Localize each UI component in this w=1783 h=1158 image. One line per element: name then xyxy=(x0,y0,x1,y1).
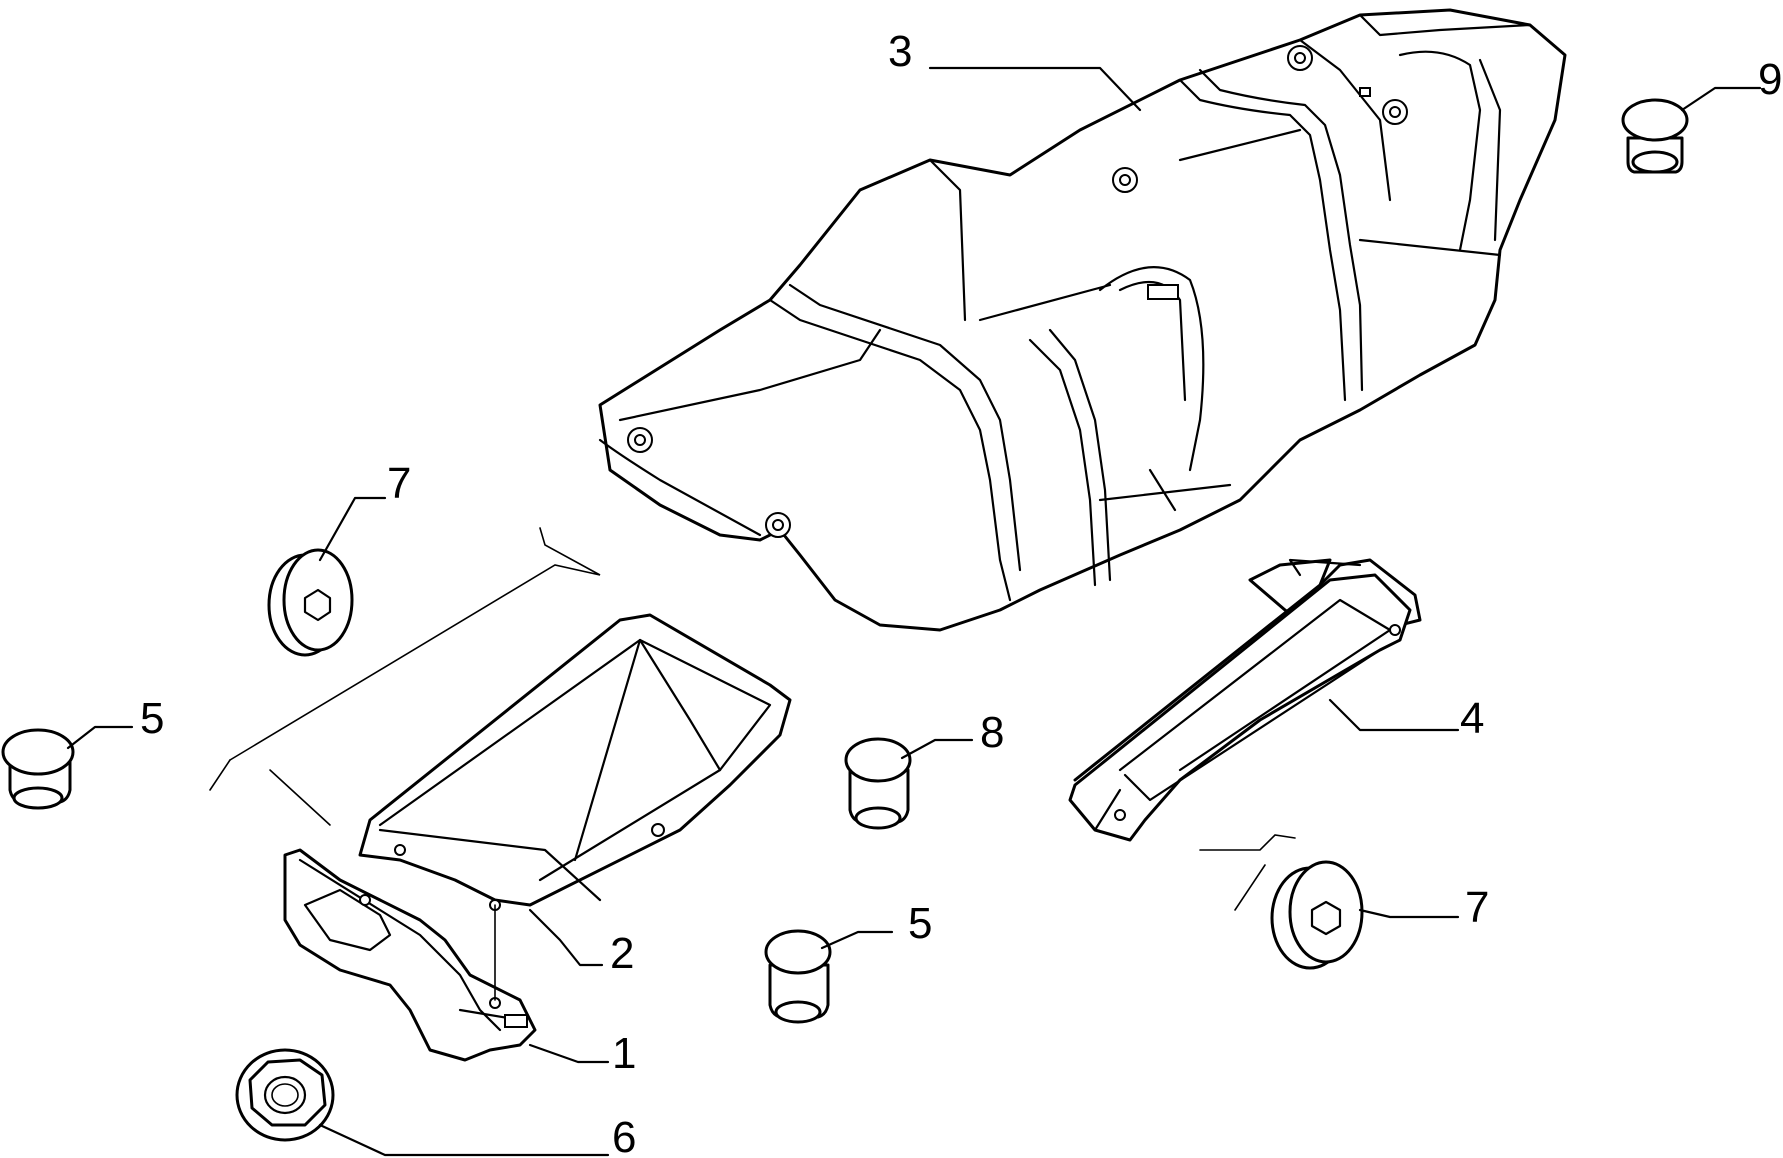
callout-2: 2 xyxy=(610,929,634,978)
plug-part-8 xyxy=(844,737,912,830)
washer-part-7-right xyxy=(1270,860,1364,970)
callout-1: 1 xyxy=(612,1029,636,1078)
plug-part-5-center xyxy=(764,929,832,1024)
flange-nut-part-6 xyxy=(235,1048,335,1142)
callout-5-left: 5 xyxy=(140,694,164,743)
plug-part-9 xyxy=(1621,98,1689,174)
main-heat-shield-part-3 xyxy=(598,8,1567,632)
side-shield-part-4 xyxy=(1068,558,1422,842)
callout-8: 8 xyxy=(980,708,1004,757)
callout-7-left: 7 xyxy=(387,459,411,508)
callout-labels: 3 9 7 5 8 4 5 2 7 1 6 xyxy=(140,27,1782,1158)
callout-4: 4 xyxy=(1460,694,1484,743)
front-shield-part-2 xyxy=(358,613,792,911)
bracket-part-1 xyxy=(283,848,537,1062)
assembly-guide-lines xyxy=(209,527,1296,1001)
leader-lines xyxy=(66,66,1762,1157)
callout-9: 9 xyxy=(1758,55,1782,104)
callout-5-center: 5 xyxy=(908,899,932,948)
callout-6: 6 xyxy=(612,1113,636,1158)
washer-part-7-left xyxy=(267,548,354,657)
callout-3: 3 xyxy=(888,27,912,76)
callout-7-right: 7 xyxy=(1465,883,1489,932)
plug-part-5-left xyxy=(1,728,75,810)
